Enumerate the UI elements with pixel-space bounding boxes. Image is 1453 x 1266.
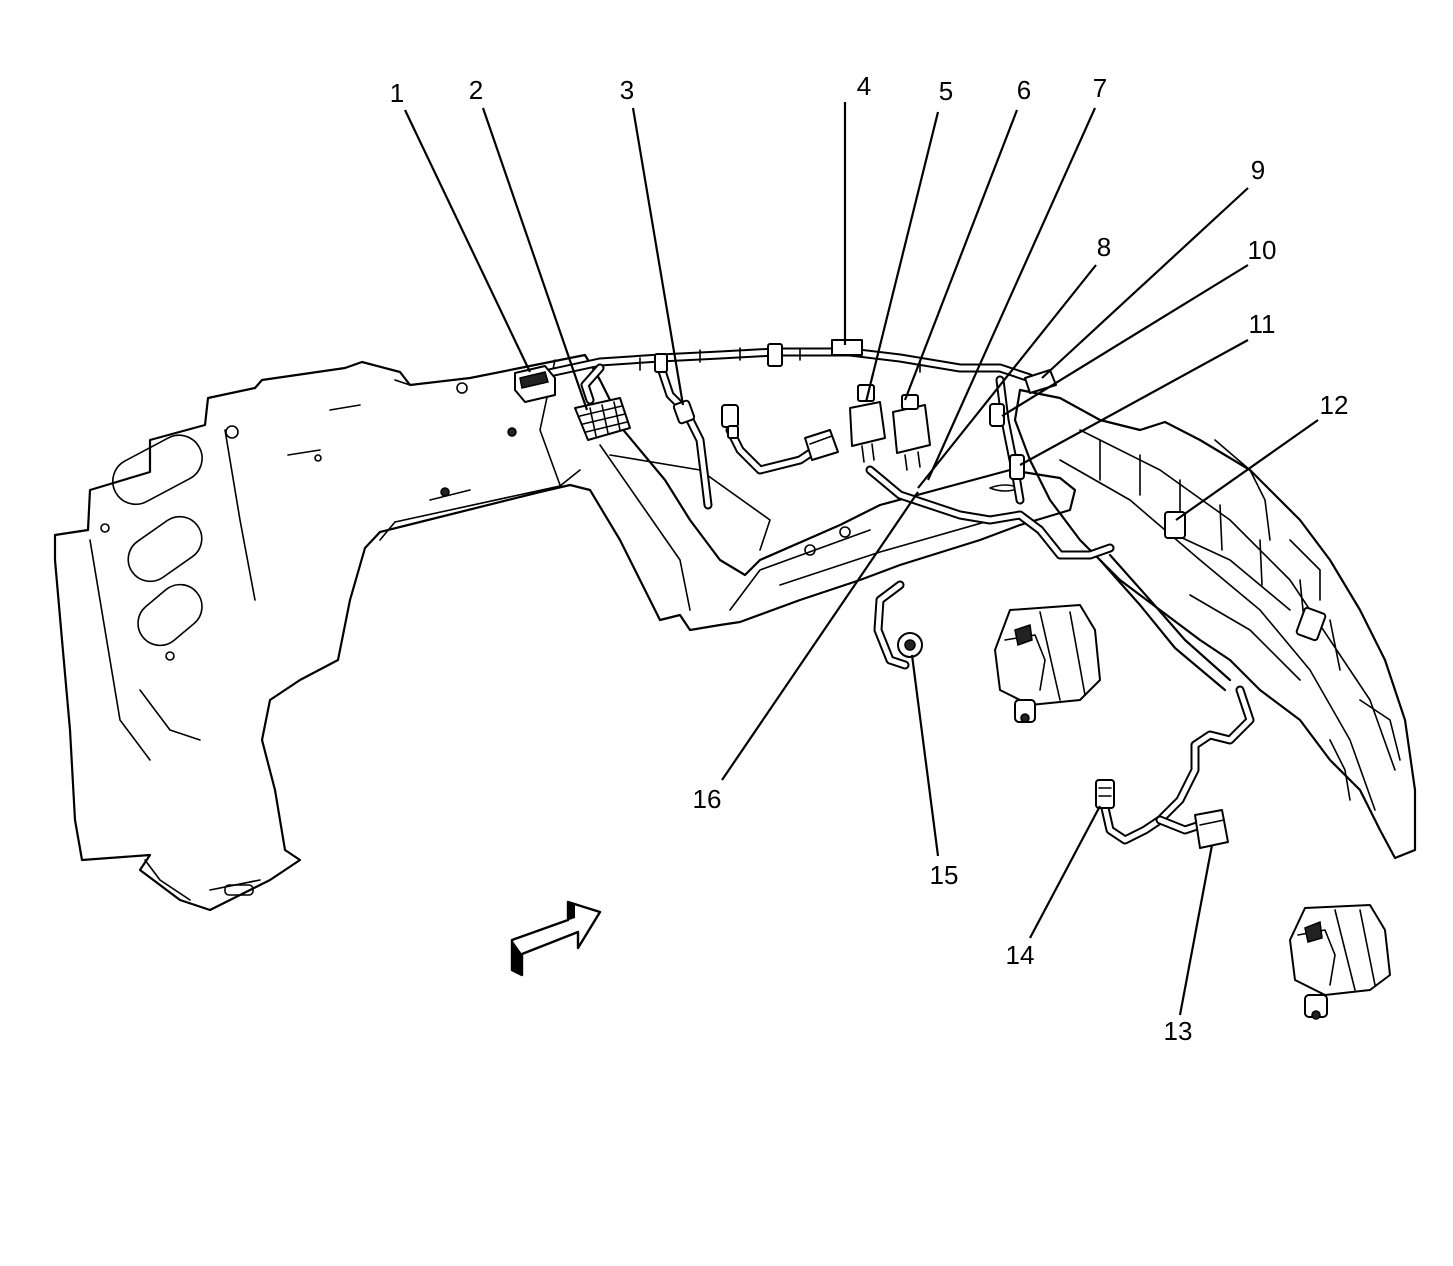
- connector-1: [514, 365, 556, 403]
- inner-fender-panel: [53, 353, 1077, 912]
- connector-3: [672, 399, 696, 425]
- leader-13: [1178, 844, 1214, 1016]
- leader-9: [1041, 187, 1249, 379]
- connector-14: [1095, 779, 1115, 809]
- leader-15: [910, 654, 940, 857]
- leader-1: [404, 109, 531, 373]
- callout-11: 11: [1249, 309, 1276, 339]
- leader-7: [926, 107, 1097, 481]
- wiring-harness: [535, 339, 1255, 845]
- leader-5: [864, 111, 940, 403]
- callout-9: 9: [1251, 155, 1265, 185]
- forward-arrow-icon: [510, 900, 602, 977]
- callout-8: 8: [1097, 232, 1111, 262]
- callout-12: 12: [1320, 390, 1349, 420]
- callout-3: 3: [620, 75, 634, 105]
- connector-middle: [804, 429, 839, 461]
- leader-2: [481, 107, 589, 411]
- leader-10: [1001, 264, 1249, 417]
- leader-12: [1175, 419, 1319, 521]
- callout-6: 6: [1017, 75, 1031, 105]
- callout-14: 14: [1006, 940, 1035, 970]
- callout-16: 16: [693, 784, 722, 814]
- callout-7: 7: [1093, 73, 1107, 103]
- ground-15: [897, 632, 923, 658]
- fog-lamp-upper: [994, 604, 1101, 723]
- callout-5: 5: [939, 76, 953, 106]
- relay-6: [892, 394, 931, 471]
- leader-16: [721, 491, 919, 781]
- connector-11: [1009, 454, 1025, 480]
- callout-13: 13: [1164, 1016, 1193, 1046]
- leader-6: [903, 109, 1019, 401]
- junction-block-2: [574, 397, 631, 441]
- leader-11: [1019, 339, 1249, 466]
- callout-4: 4: [857, 71, 871, 101]
- callout-15: 15: [930, 860, 959, 890]
- leader-3: [631, 107, 685, 406]
- leader-8: [917, 264, 1097, 489]
- leader-14: [1029, 805, 1101, 939]
- callout-10: 10: [1248, 235, 1277, 265]
- connector-13: [1194, 809, 1229, 849]
- fog-lamp-lower: [1289, 904, 1391, 1020]
- callout-1: 1: [390, 78, 404, 108]
- callout-2: 2: [469, 75, 483, 105]
- components: [514, 365, 1391, 1020]
- callout-labels: 1 2 3 4 5 6 7 8 9 10 11 12 13 14 15 16: [390, 71, 1349, 1046]
- plug-near-3: [721, 404, 739, 439]
- leader-lines: [404, 102, 1319, 1016]
